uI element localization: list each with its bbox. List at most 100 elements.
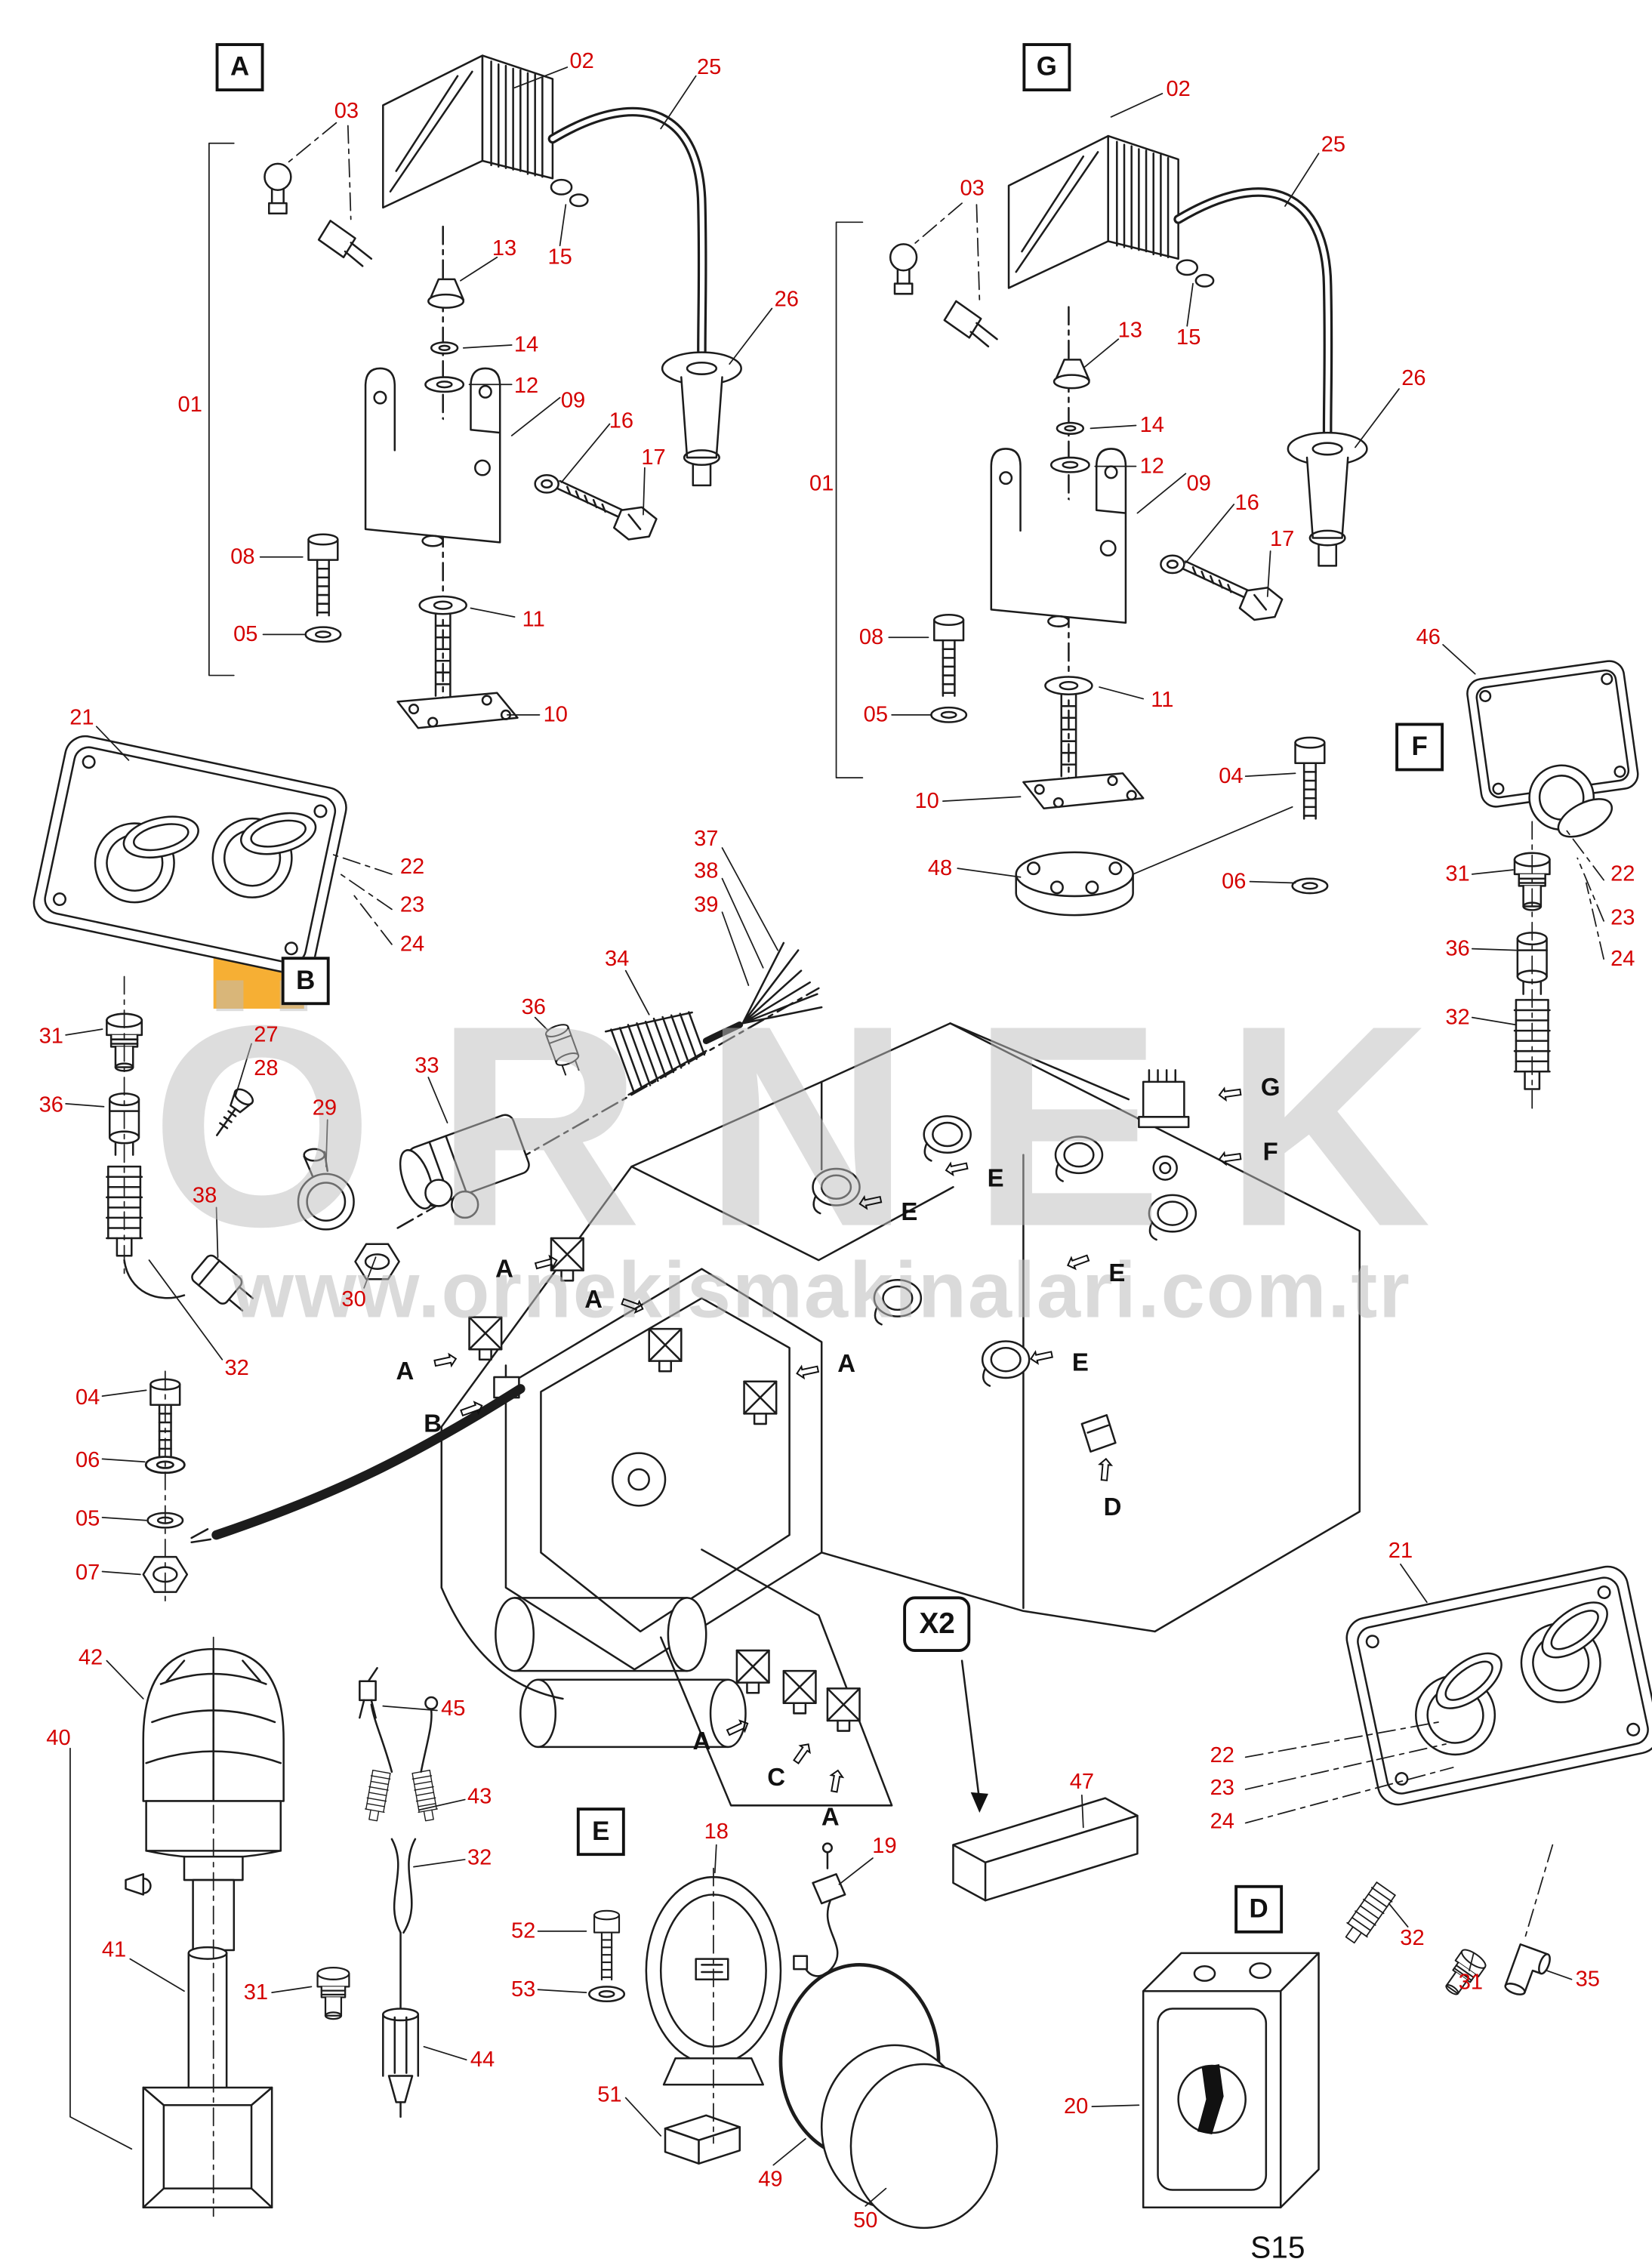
pointer-arrow-icon: ⇨ [1087, 1455, 1123, 1484]
part-number-38: 38 [192, 1183, 217, 1209]
beacon-assembly [125, 1647, 285, 2209]
pointer-arrow-icon: ⇨ [1059, 1241, 1096, 1282]
part-number-31: 31 [1458, 1970, 1484, 1995]
part-number-51: 51 [597, 2082, 622, 2108]
part-number-16: 16 [1234, 490, 1259, 516]
wiring-set [316, 1667, 440, 2118]
part-number-31: 31 [39, 1024, 63, 1049]
part-number-50: 50 [853, 2208, 878, 2233]
part-number-47: 47 [1069, 1769, 1095, 1795]
machine-body [440, 1022, 1361, 1813]
part-number-36: 36 [39, 1092, 63, 1118]
part-number-22: 22 [1210, 1743, 1234, 1768]
pointer-letter-C: C [767, 1764, 786, 1792]
pointer-letter-A: A [584, 1285, 603, 1314]
part-number-49: 49 [758, 2167, 783, 2193]
part-number-29: 29 [312, 1096, 337, 1121]
part-number-36: 36 [521, 994, 546, 1020]
connector-stack-left [106, 1012, 400, 1312]
part-number-18: 18 [704, 1819, 729, 1844]
pointer-letter-D: D [1103, 1493, 1122, 1521]
part-number-12: 12 [513, 373, 539, 399]
part-number-32: 32 [224, 1355, 249, 1381]
part-number-24: 24 [399, 932, 425, 957]
part-number-24: 24 [1210, 1809, 1234, 1835]
part-number-08: 08 [858, 624, 884, 650]
pointer-arrow-icon: ⇨ [791, 1351, 824, 1391]
pointer-arrow-icon: ⇨ [817, 1764, 855, 1797]
leader-lines [65, 66, 1573, 2207]
part-number-32: 32 [1445, 1005, 1470, 1031]
part-number-23: 23 [399, 892, 425, 918]
part-number-23: 23 [1610, 905, 1635, 931]
part-number-17: 17 [1269, 527, 1295, 552]
part-number-21: 21 [1388, 1538, 1413, 1564]
section-box-D: D [1234, 1884, 1284, 1934]
pointer-arrow-icon: ⇨ [454, 1388, 491, 1430]
pointer-arrow-icon: ⇨ [853, 1182, 886, 1221]
part-number-32: 32 [467, 1845, 492, 1871]
part-number-26: 26 [774, 287, 799, 313]
switch-id-label: S15 [1250, 2231, 1305, 2265]
part-number-05: 05 [863, 702, 888, 728]
part-number-31: 31 [243, 1980, 269, 2005]
part-number-09: 09 [1186, 471, 1211, 497]
pointer-letter-E: E [901, 1197, 918, 1226]
part-number-27: 27 [254, 1022, 279, 1048]
pointer-arrow-icon: ⇨ [1214, 1074, 1245, 1112]
reference-lines [69, 142, 864, 2150]
part-number-04: 04 [76, 1385, 100, 1410]
part-number-37: 37 [694, 826, 719, 852]
part-number-44: 44 [470, 2047, 495, 2072]
part-number-01: 01 [809, 471, 834, 497]
part-number-08: 08 [230, 544, 255, 570]
switch-box-20 [1142, 1952, 1320, 2209]
part-number-19: 19 [872, 1834, 897, 1859]
part-number-25: 25 [696, 54, 722, 80]
part-number-30: 30 [341, 1287, 366, 1312]
part-number-15: 15 [1176, 325, 1201, 350]
part-number-45: 45 [441, 1696, 466, 1721]
pointer-letter-A: A [495, 1255, 513, 1284]
part-number-24: 24 [1610, 946, 1635, 972]
part-number-25: 25 [1321, 132, 1346, 158]
part-number-41: 41 [101, 1937, 127, 1963]
part-number-17: 17 [641, 445, 666, 470]
pointer-arrow-icon: ⇨ [719, 1707, 757, 1749]
part-number-13: 13 [1117, 318, 1142, 344]
part-number-38: 38 [694, 858, 719, 884]
part-number-26: 26 [1401, 366, 1426, 391]
part-number-16: 16 [609, 408, 634, 434]
part-number-03: 03 [334, 98, 359, 124]
pointer-arrow-icon: ⇨ [940, 1148, 972, 1188]
pointer-letter-A: A [692, 1727, 711, 1755]
part-number-13: 13 [492, 236, 517, 261]
part-number-34: 34 [604, 946, 630, 972]
part-number-36: 36 [1445, 936, 1470, 962]
part-number-33: 33 [415, 1053, 439, 1079]
part-number-22: 22 [399, 854, 425, 880]
part-number-05: 05 [76, 1506, 100, 1532]
part-number-35: 35 [1575, 1967, 1600, 1992]
bracket-47 [952, 1797, 1139, 1902]
part-number-07: 07 [76, 1560, 100, 1586]
construction-lines [123, 122, 1604, 2217]
part-number-03: 03 [960, 176, 985, 202]
pointer-letter-E: E [1108, 1259, 1126, 1287]
part-number-10: 10 [543, 702, 568, 728]
part-number-09: 09 [560, 388, 586, 413]
pointer-letter-F: F [1262, 1138, 1278, 1166]
part-number-42: 42 [78, 1645, 103, 1671]
part-number-11: 11 [522, 607, 545, 633]
part-number-14: 14 [1139, 412, 1164, 438]
part-number-43: 43 [467, 1784, 492, 1810]
pointer-letter-G: G [1260, 1074, 1281, 1102]
section-box-F: F [1395, 723, 1444, 772]
part-number-06: 06 [76, 1447, 100, 1473]
part-number-12: 12 [1139, 454, 1164, 479]
part-number-32: 32 [1400, 1926, 1425, 1951]
section-box-A: A [215, 43, 264, 92]
part-number-22: 22 [1610, 861, 1635, 887]
